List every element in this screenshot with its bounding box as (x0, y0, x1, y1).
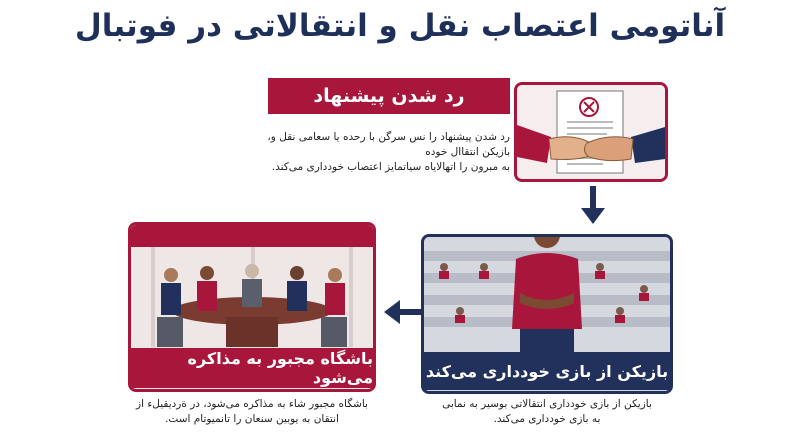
page-title: آناتومی اعتصاب نقل و انتقالاتی در فوتبال (74, 8, 726, 44)
step-player-line-2: به بازی خودداری می‌کند. (493, 413, 601, 425)
step-player-line-1: بازیکن از بازی خودداری انتقالاتی بوسیر ب… (442, 398, 652, 410)
arrow-down-icon (581, 186, 605, 224)
step-club-line-1: باشگاه مجبور شاء به مذاکره می‌شود، در ةر… (136, 398, 368, 410)
step-rejected-line-2: به مبرون را اتهالایاه سیاتمایز اعتصاب خو… (271, 161, 510, 173)
step-player-description: بازیکن از بازی خودداری انتقالاتی بوسیر ب… (421, 397, 673, 427)
step-rejected-heading: رد شدن پیشنهاد (268, 78, 510, 114)
step-player-heading: بازیکن از بازی خودداری می‌کند (424, 352, 670, 390)
handshake-contract-icon (517, 85, 665, 179)
step-rejected-line-1: رد شدن پیشنهاد را نس سرگن با رحده یا سعا… (267, 131, 510, 158)
handshake-illustration (514, 82, 668, 182)
step-club-description: باشگاه مجبور شاء به مذاکره می‌شود، در ةر… (128, 397, 376, 427)
step-rejected-description: رد شدن پیشنهاد را نس سرگن با رحده یا سعا… (255, 130, 510, 175)
arrow-left-icon (384, 300, 424, 324)
step-club-heading: باشگاه مجبور به مذاکره می‌شود (131, 348, 373, 388)
step-club-line-2: انتقان به یوبین سنعان را تانمیوتام است. (165, 413, 339, 425)
